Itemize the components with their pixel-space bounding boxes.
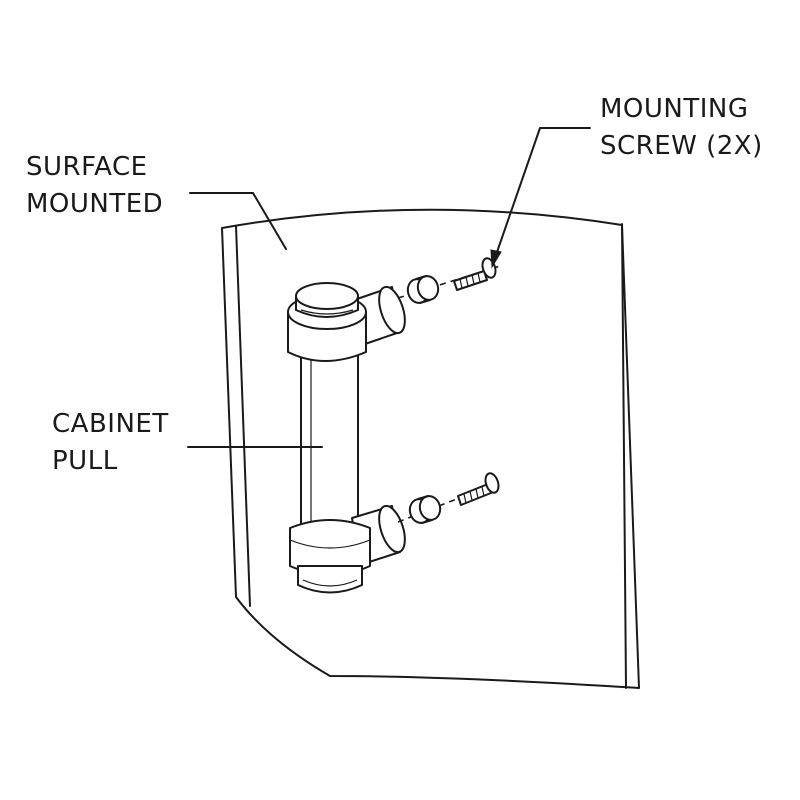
bottom-washer (408, 495, 442, 524)
screw-leader-line (495, 127, 591, 256)
cabinet-pull-label-line2: PULL (52, 446, 118, 476)
top-fastener-set (397, 257, 501, 304)
surface-mounted-label-line2: MOUNTED (26, 189, 164, 219)
cabinet-panel (221, 208, 640, 689)
bottom-end-cap (289, 519, 371, 594)
mounting-screw-label-line2: SCREW (2X) (600, 131, 763, 161)
mounting-screw-label-line1: MOUNTING (600, 94, 749, 124)
bottom-mounting-screw (457, 472, 500, 506)
leader-lines (187, 127, 591, 448)
surface-leader-line (189, 192, 287, 250)
cabinet-pull-label: CABINET PULL (52, 406, 169, 480)
screw-leader-arrowhead (490, 249, 502, 269)
top-end-cap (287, 282, 367, 362)
surface-mounted-label-line1: SURFACE (26, 152, 148, 182)
bottom-fastener-set (397, 472, 501, 524)
cabinet-pull-label-line1: CABINET (52, 409, 169, 439)
cabinet-pull (287, 282, 406, 594)
top-washer (406, 275, 440, 304)
mounting-screw-label: MOUNTING SCREW (2X) (600, 91, 763, 165)
surface-mounted-label: SURFACE MOUNTED (26, 149, 163, 223)
top-mounting-screw (453, 257, 497, 291)
